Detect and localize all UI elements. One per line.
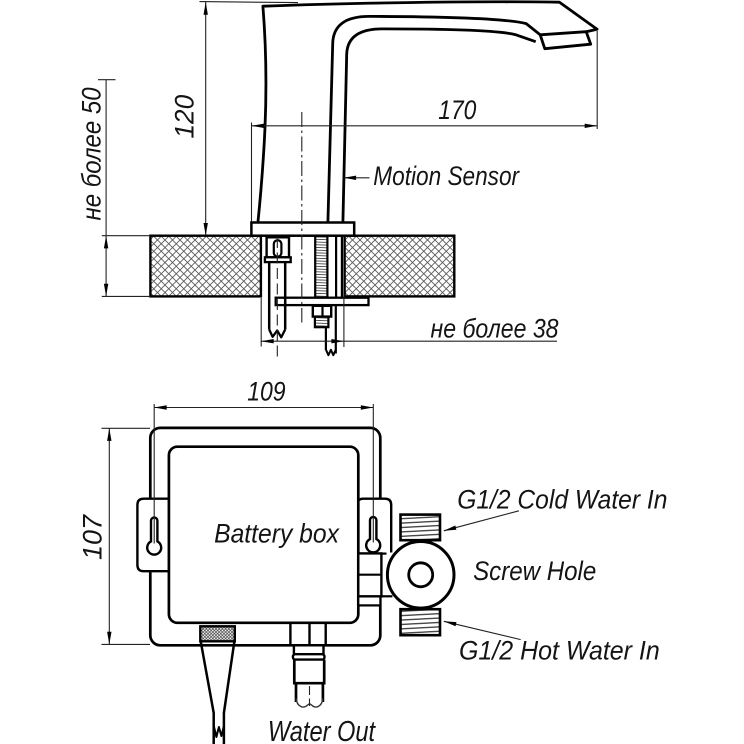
svg-text:120: 120 <box>169 95 199 139</box>
svg-text:G1/2 Hot Water In: G1/2 Hot Water In <box>459 634 660 665</box>
svg-text:не более 50: не более 50 <box>77 87 107 220</box>
svg-text:109: 109 <box>247 377 285 407</box>
svg-text:Battery box: Battery box <box>214 519 340 548</box>
svg-text:Screw Hole: Screw Hole <box>473 557 596 587</box>
svg-text:не более 38: не более 38 <box>431 314 559 344</box>
svg-text:107: 107 <box>78 514 108 560</box>
svg-text:Water Out: Water Out <box>268 715 377 744</box>
svg-text:Motion Sensor: Motion Sensor <box>373 161 520 191</box>
svg-text:170: 170 <box>438 95 476 125</box>
svg-text:G1/2 Cold Water In: G1/2 Cold Water In <box>457 486 667 515</box>
